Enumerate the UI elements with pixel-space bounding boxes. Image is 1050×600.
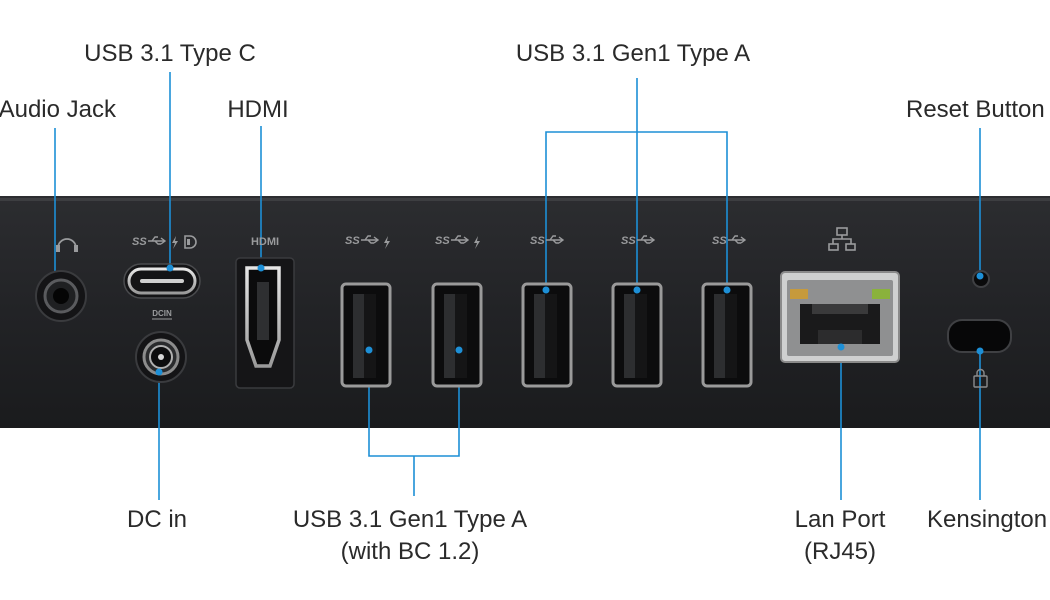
network-icon xyxy=(828,227,856,251)
usb-a-port-1[interactable] xyxy=(521,282,573,388)
dc-in-label: DC in xyxy=(126,506,188,533)
usb-a-bc-port-2[interactable] xyxy=(431,282,483,388)
audio-jack-label: Audio Jack xyxy=(0,96,116,123)
usb-a-bc-port-1[interactable] xyxy=(340,282,392,388)
dc-in-port[interactable] xyxy=(135,331,187,383)
dcin-panel-mark: DCIN xyxy=(152,309,172,318)
kensington-label: Kensington xyxy=(927,506,1048,533)
lan-port[interactable] xyxy=(780,271,900,363)
lightning-icon xyxy=(384,236,390,249)
audio-jack-port[interactable] xyxy=(35,270,87,322)
lock-icon xyxy=(973,368,988,388)
usb-c-label: USB 3.1 Type C xyxy=(84,40,256,67)
displayport-icon xyxy=(184,235,197,249)
usb-a-bottom-label-line1: USB 3.1 Gen1 Type A xyxy=(292,506,528,533)
callout-lines xyxy=(54,72,981,500)
lan-led-right xyxy=(872,289,890,299)
lan-port-label-line2: (RJ45) xyxy=(803,538,877,565)
hdmi-label: HDMI xyxy=(227,96,289,123)
lan-port-label-line1: Lan Port xyxy=(794,506,886,533)
usba-bottom-bracket xyxy=(368,350,460,496)
usb-a-top-label: USB 3.1 Gen1 Type A xyxy=(515,40,751,67)
hdmi-port[interactable] xyxy=(235,257,295,389)
kensington-slot[interactable] xyxy=(947,319,1012,353)
lightning-icon xyxy=(474,236,480,249)
usba-top-bracket xyxy=(545,78,728,290)
reset-button-label: Reset Button xyxy=(906,96,1045,123)
headphone-icon xyxy=(56,238,78,252)
dock-panel-highlight xyxy=(0,198,1050,201)
usb-c-port[interactable] xyxy=(123,263,201,299)
usb-a-bottom-label-line2: (with BC 1.2) xyxy=(340,538,480,565)
hdmi-panel-mark: HDMI xyxy=(251,236,279,248)
usb-a-port-2[interactable] xyxy=(611,282,663,388)
callout-dots xyxy=(155,264,984,376)
lightning-icon xyxy=(172,236,178,249)
usb-a-port-3[interactable] xyxy=(701,282,753,388)
lan-led-left xyxy=(790,289,808,299)
